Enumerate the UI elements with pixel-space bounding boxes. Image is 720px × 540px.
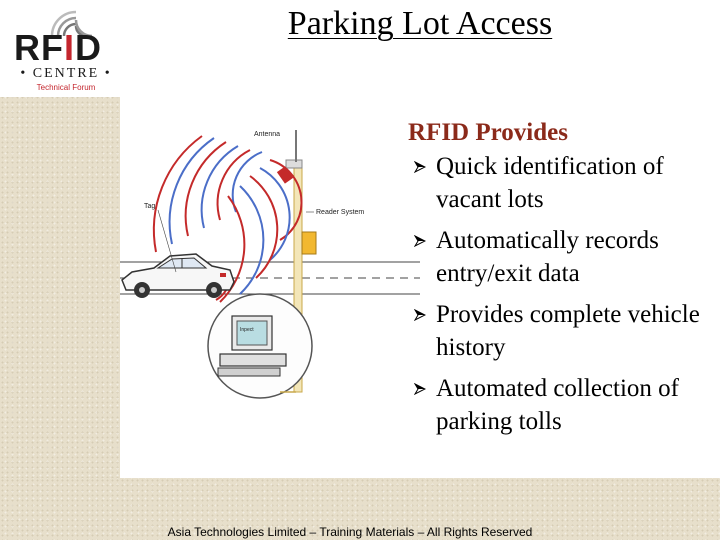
bullet-text: Automated collection of parking tolls bbox=[436, 375, 679, 435]
arrowhead-bullet-icon bbox=[414, 235, 426, 247]
antenna-icon bbox=[276, 166, 294, 184]
computer-station bbox=[207, 293, 313, 399]
logo-subtitle: • CENTRE • bbox=[20, 66, 112, 81]
label-antenna: Antenna bbox=[254, 131, 280, 138]
rf-waves bbox=[152, 135, 303, 303]
benefits-panel: RFID Provides Quick identification of va… bbox=[408, 118, 718, 458]
list-item: Automatically records entry/exit data bbox=[408, 224, 718, 290]
bullet-text: Provides complete vehicle history bbox=[436, 301, 700, 361]
signal-waves-icon bbox=[50, 10, 93, 38]
slide-title: Parking Lot Access bbox=[287, 5, 553, 42]
post-cap bbox=[285, 159, 303, 169]
label-screen: Inpect bbox=[240, 327, 254, 333]
list-item: Provides complete vehicle history bbox=[408, 298, 718, 364]
tag-pointer-line bbox=[157, 209, 177, 273]
bullet-text: Quick identification of vacant lots bbox=[436, 153, 664, 213]
reader-box-icon bbox=[301, 231, 317, 255]
computer-base-icon bbox=[219, 353, 287, 367]
arrowhead-bullet-icon bbox=[414, 309, 426, 321]
label-tag: Tag bbox=[144, 203, 155, 210]
list-item: Automated collection of parking tolls bbox=[408, 372, 718, 438]
logo-wordmark: RFID bbox=[14, 27, 103, 68]
car-icon bbox=[121, 253, 235, 298]
parking-lot-illustration: Antenna Reader System Tag Inpect bbox=[120, 130, 420, 399]
footer-copyright: Asia Technologies Limited – Training Mat… bbox=[167, 525, 533, 539]
benefits-list: Quick identification of vacant lots Auto… bbox=[408, 150, 718, 438]
keyboard-icon bbox=[217, 367, 281, 377]
label-reader: Reader System bbox=[316, 209, 364, 216]
rfid-tag-icon bbox=[220, 273, 226, 277]
rfid-centre-logo: RFID • CENTRE • Technical Forum bbox=[0, 0, 120, 97]
logo-tagline: Technical Forum bbox=[36, 83, 96, 92]
bottom-texture-band bbox=[0, 478, 720, 540]
list-item: Quick identification of vacant lots bbox=[408, 150, 718, 216]
arrowhead-bullet-icon bbox=[414, 161, 426, 173]
arrowhead-bullet-icon bbox=[414, 383, 426, 395]
bullet-text: Automatically records entry/exit data bbox=[436, 227, 659, 287]
panel-heading: RFID Provides bbox=[408, 119, 568, 146]
